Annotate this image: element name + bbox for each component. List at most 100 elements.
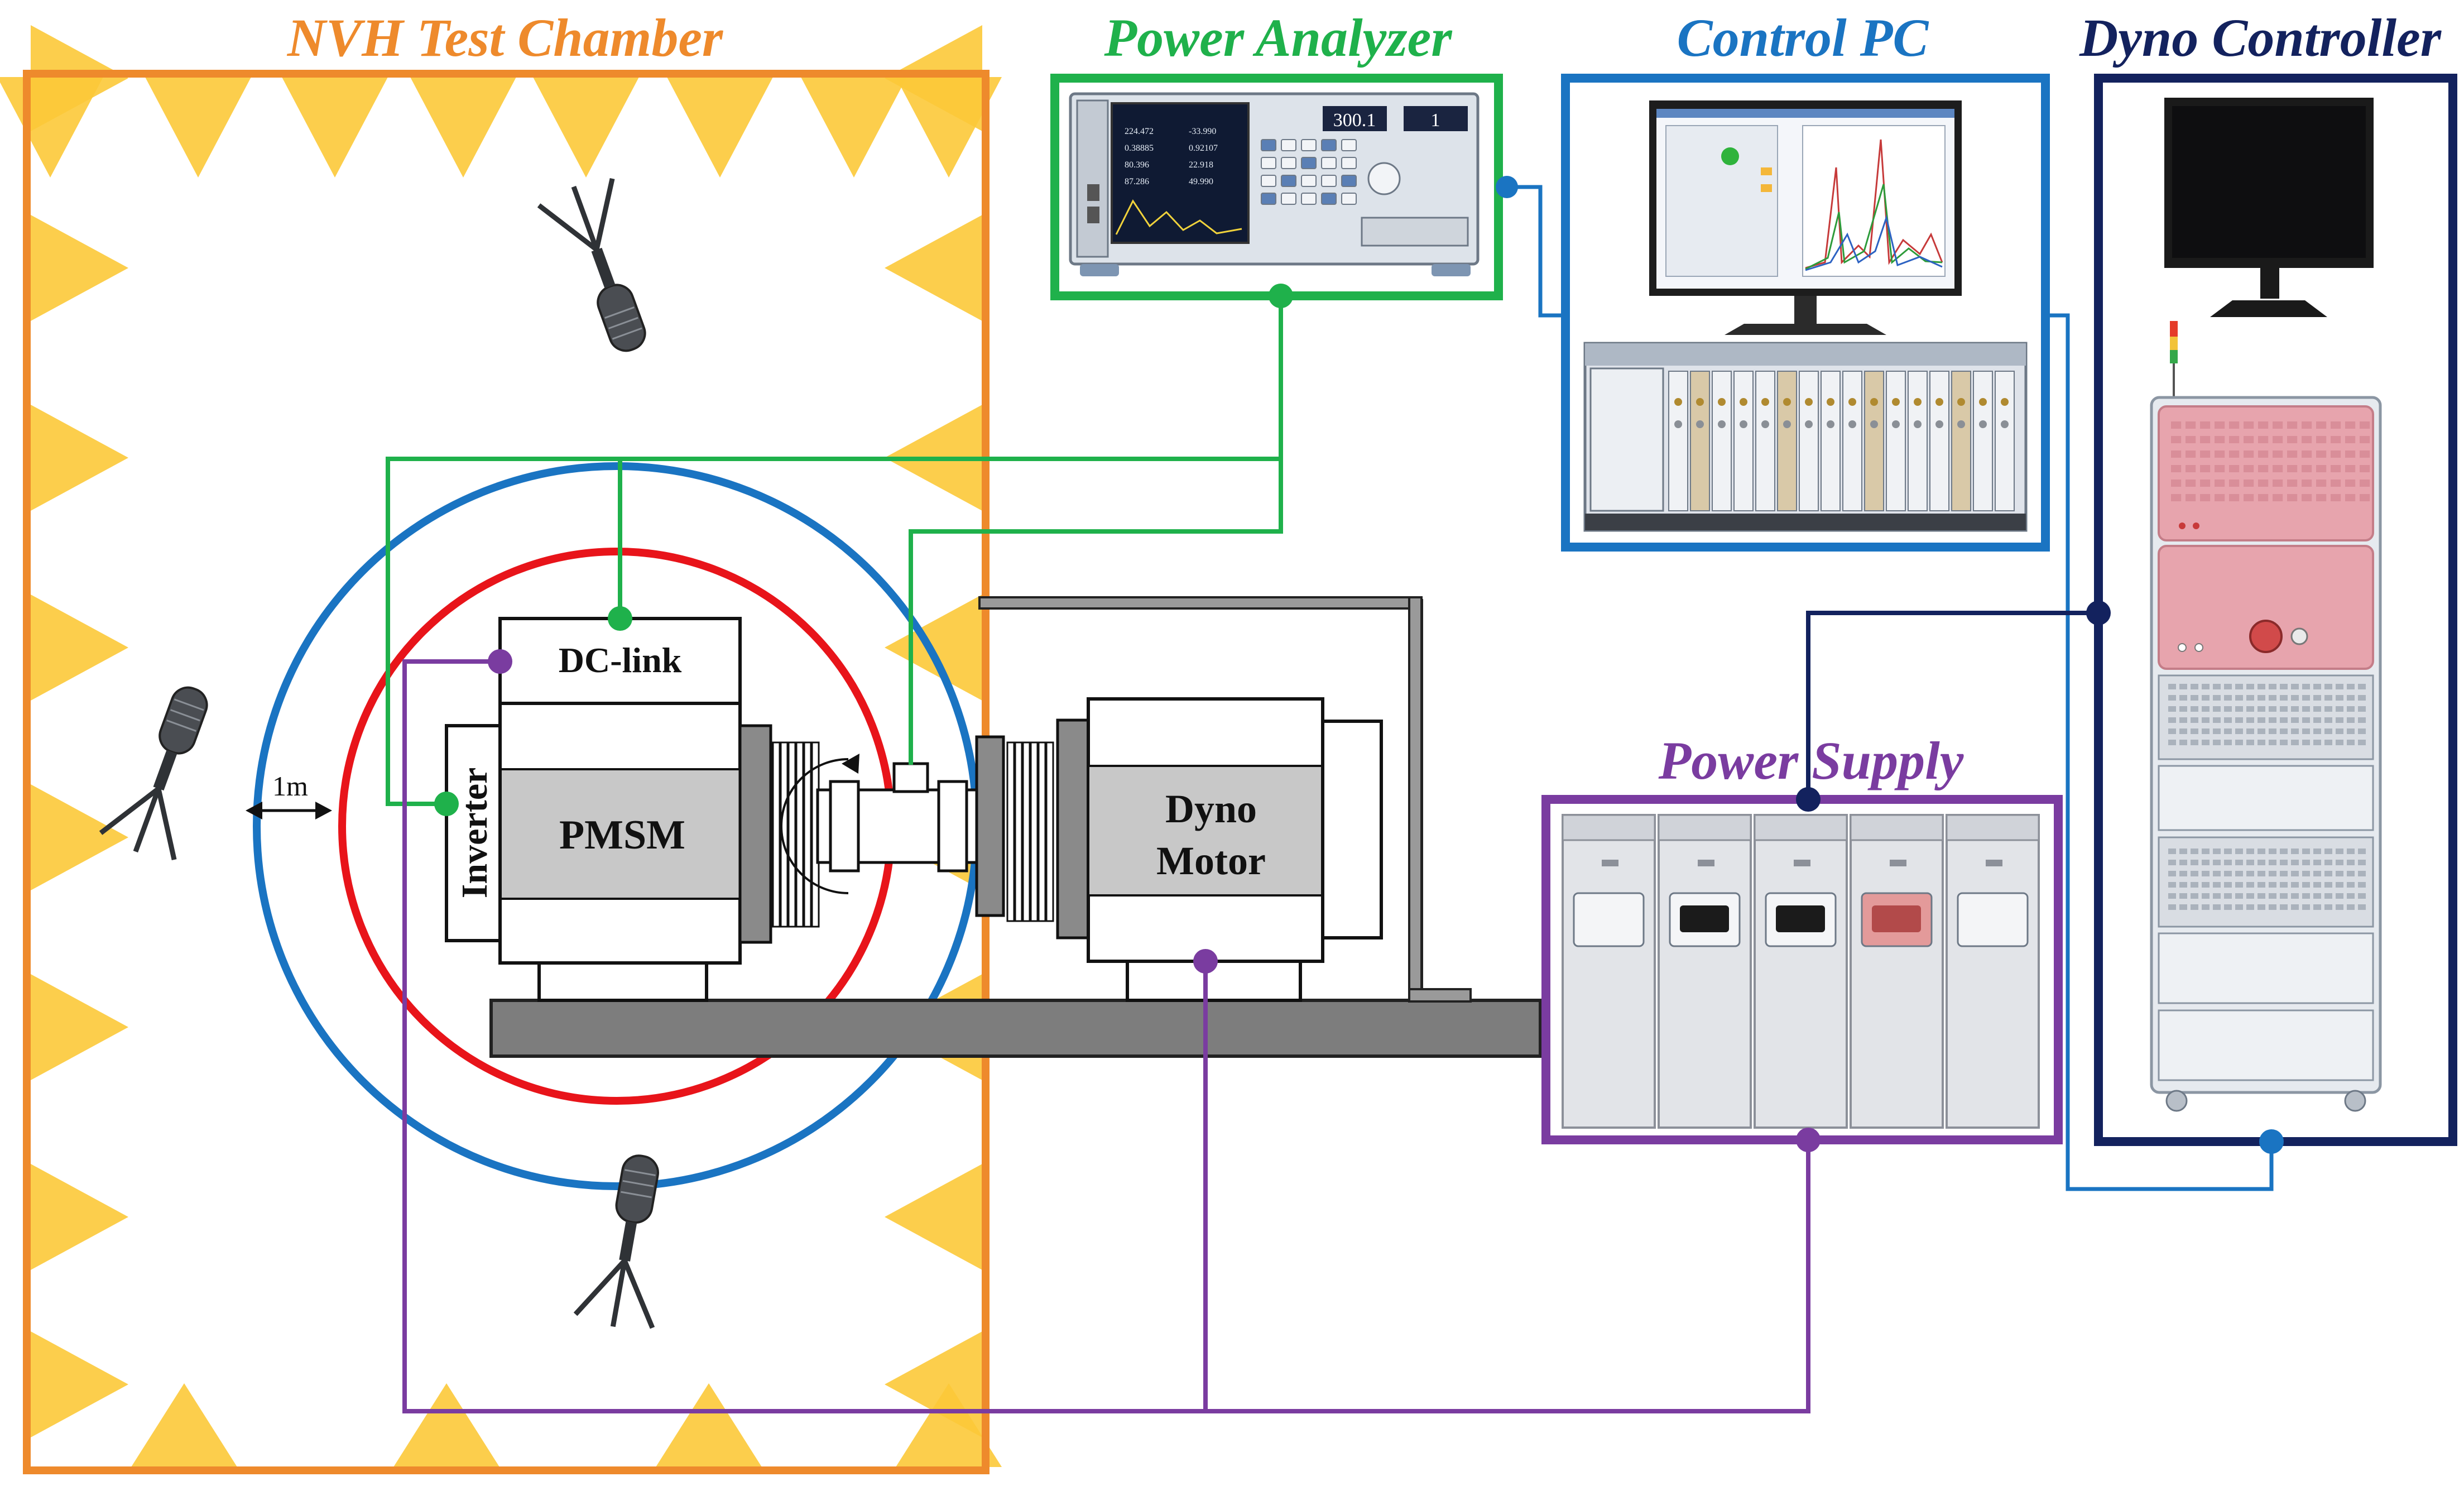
spectrum-red	[1805, 139, 1943, 269]
vent1-hole-5-13	[2360, 494, 2370, 501]
vent2-hole-2-16	[2347, 706, 2355, 712]
vent2-hole-1-3	[2202, 695, 2210, 701]
vent2-hole-3-3	[2202, 717, 2210, 723]
vent2-hole-3-8	[2258, 717, 2265, 723]
pxi-connector-0	[1674, 398, 1682, 406]
wedge-left-1	[31, 215, 128, 321]
wedge-bottom-2	[656, 1383, 762, 1467]
vent2-hole-1-6	[2235, 695, 2243, 701]
vent3-hole-5-9	[2269, 904, 2276, 910]
vent1-hole-2-11	[2331, 450, 2341, 458]
vent3-hole-1-15	[2336, 860, 2343, 865]
vent3-hole-1-10	[2280, 860, 2288, 865]
vent3-hole-1-5	[2224, 860, 2232, 865]
micLeft-grille-2	[170, 709, 200, 722]
dyno-end-cap	[1321, 720, 1383, 939]
micLeft-grille-3	[166, 720, 196, 732]
vent3-hole-1-7	[2246, 860, 2254, 865]
vent3-hole-2-14	[2324, 871, 2332, 876]
pxi-slot-4	[1755, 371, 1775, 511]
pxi-slot-8	[1842, 371, 1862, 511]
vent3-hole-3-13	[2313, 882, 2321, 888]
vent3-hole-4-14	[2324, 893, 2332, 899]
vent3-hole-2-9	[2269, 871, 2276, 876]
vent2-hole-5-8	[2258, 740, 2265, 745]
micLeft-leg-3	[133, 788, 161, 853]
pmsm-core	[499, 768, 741, 900]
analyzer-keypad	[1261, 139, 1401, 205]
vent1-hole-1-5	[2244, 436, 2254, 443]
analyzer-display-a	[1323, 106, 1387, 131]
vent3-hole-2-3	[2202, 871, 2210, 876]
vent2-hole-5-0	[2168, 740, 2176, 745]
vent1-hole-1-3	[2215, 436, 2225, 443]
monitor-stand	[1725, 324, 1886, 335]
dyno-controller-title: Dyno Controller	[2079, 8, 2442, 68]
vent1-hole-5-11	[2331, 494, 2341, 501]
analyzer-key-2-2	[1301, 175, 1317, 187]
vent2-hole-0-7	[2246, 684, 2254, 689]
spectrum-blue	[1805, 214, 1943, 271]
vent3-hole-5-10	[2280, 904, 2288, 910]
vent3-hole-4-4	[2213, 893, 2221, 899]
vent2-hole-1-15	[2336, 695, 2343, 701]
pmsm-foot	[537, 961, 708, 1002]
vent1-hole-4-13	[2360, 480, 2370, 487]
vent3-hole-4-0	[2168, 893, 2176, 899]
vent1-hole-3-5	[2244, 465, 2254, 472]
vent3-hole-2-5	[2224, 871, 2232, 876]
analyzer-key-0-2	[1301, 139, 1317, 151]
vent1-hole-2-1	[2186, 450, 2196, 458]
usb-port-1	[1087, 184, 1099, 201]
vent1-hole-2-9	[2302, 450, 2312, 458]
vent3-hole-1-8	[2258, 860, 2265, 865]
vent3-hole-3-12	[2302, 882, 2310, 888]
vent3-hole-4-5	[2224, 893, 2232, 899]
node-controller	[2086, 601, 2111, 625]
key-switch	[2290, 627, 2308, 645]
node-supply-top	[1796, 787, 1821, 812]
vent2-hole-4-16	[2347, 728, 2355, 734]
vent3-hole-4-3	[2202, 893, 2210, 899]
vent3-hole-1-0	[2168, 860, 2176, 865]
vent1-hole-4-10	[2316, 480, 2327, 487]
pxi-connector-13	[1957, 398, 1965, 406]
vent1-hole-3-12	[2345, 465, 2356, 472]
wedge-right-6	[885, 1164, 982, 1270]
cabinet-unit-2	[2158, 545, 2374, 670]
vent3-hole-2-4	[2213, 871, 2221, 876]
vent2-hole-0-10	[2280, 684, 2288, 689]
vent3-hole-5-11	[2291, 904, 2299, 910]
vent3-hole-3-0	[2168, 882, 2176, 888]
analyzer-key-0-0	[1261, 139, 1276, 151]
analyzer-key-0-4	[1341, 139, 1357, 151]
micBottom-leg-1	[573, 1259, 627, 1316]
micBottom-grille-1	[625, 1169, 656, 1176]
vent2-hole-3-9	[2269, 717, 2276, 723]
pxi-connector-b-11	[1914, 420, 1922, 428]
vent2-hole-5-1	[2179, 740, 2187, 745]
vent1-hole-5-12	[2345, 494, 2356, 501]
vent3-hole-3-3	[2202, 882, 2210, 888]
power-analyzer-title: Power Analyzer	[1103, 8, 1453, 68]
analyzer-value-l2: 0.38885	[1125, 143, 1154, 153]
psu-cabinet-top-3	[1850, 814, 1944, 841]
vent1-hole-1-4	[2229, 436, 2240, 443]
vent2-hole-4-17	[2358, 728, 2366, 734]
analyzer-value-l4: 87.286	[1125, 177, 1149, 186]
fin-a-3	[795, 741, 804, 928]
control-pc-title: Control PC	[1677, 8, 1929, 68]
vent3-hole-2-11	[2291, 871, 2299, 876]
vent2-hole-4-10	[2280, 728, 2288, 734]
wire-controller-supply	[1806, 611, 2098, 799]
vent2-hole-0-8	[2258, 684, 2265, 689]
vent3-hole-5-6	[2235, 904, 2243, 910]
connection-nodes	[434, 176, 2284, 1154]
vent3-hole-0-7	[2246, 849, 2254, 854]
node-inverter	[434, 792, 459, 816]
vent2-hole-0-4	[2213, 684, 2221, 689]
safety-frame-post	[1408, 596, 1423, 995]
vent3-hole-3-14	[2324, 882, 2332, 888]
vent2-hole-2-7	[2246, 706, 2254, 712]
spectrum-plot	[1802, 125, 1946, 277]
